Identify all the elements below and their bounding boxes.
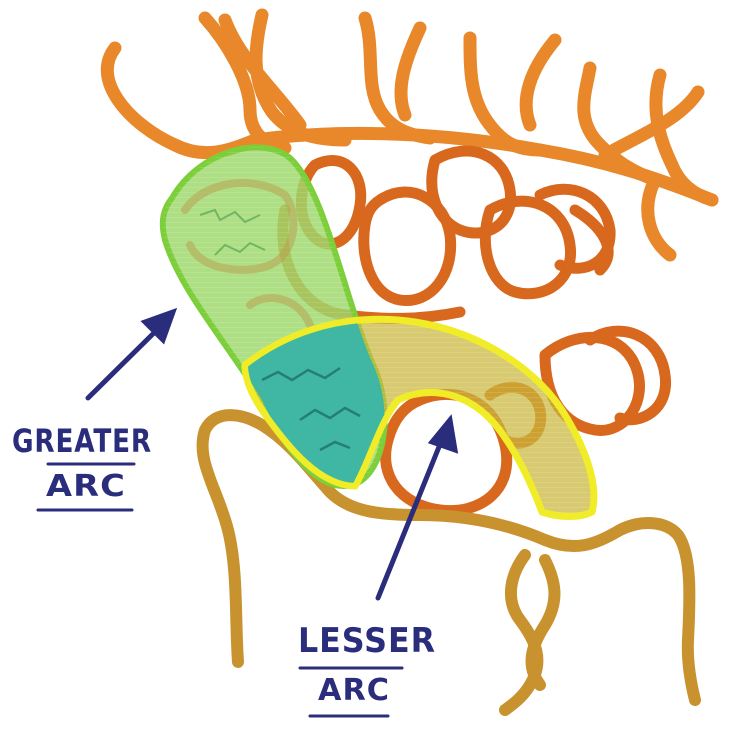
greater-arc-label: GREATER ARC [12, 422, 152, 510]
greater-arc-label-line2: ARC [46, 469, 126, 504]
lesser-arc-label: LESSER ARC [298, 621, 436, 716]
forearm-bones [203, 415, 695, 710]
lesser-arc-label-line1: LESSER [298, 621, 436, 661]
greater-arc-arrow [88, 312, 173, 398]
greater-arc-label-line1: GREATER [12, 422, 152, 460]
lesser-arc-label-line2: ARC [318, 673, 390, 708]
